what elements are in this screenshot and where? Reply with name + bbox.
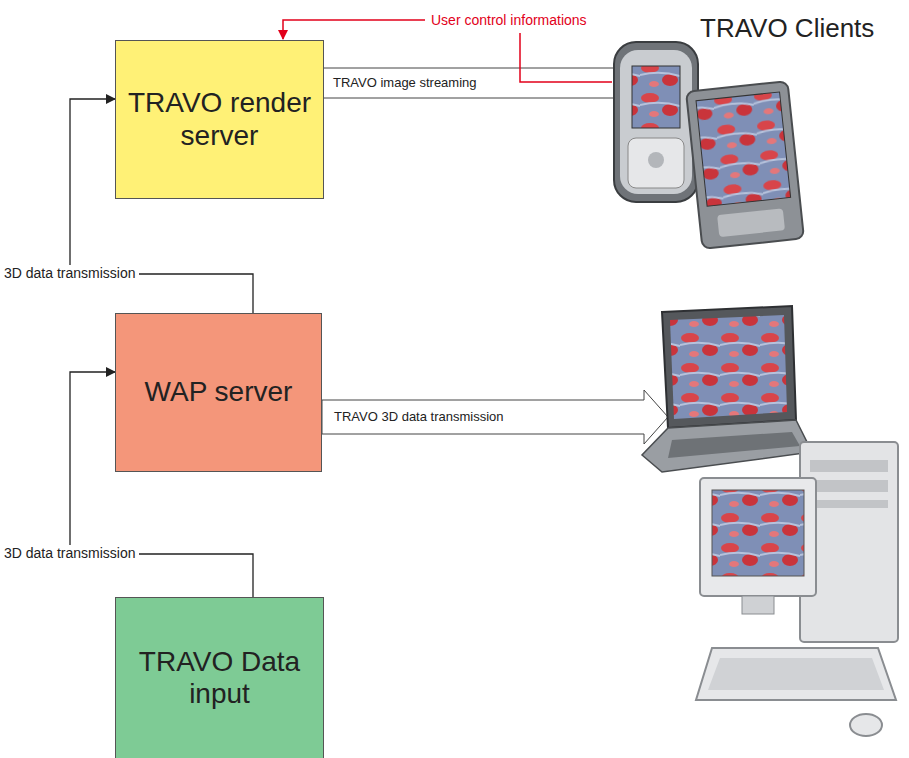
control-leader (283, 20, 425, 39)
tablet-icon (686, 81, 804, 249)
group-heading: TRAVO Clients (700, 13, 874, 44)
process-box: TRAVO Data input (115, 597, 324, 758)
box-label: WAP server (145, 376, 293, 408)
stream-arrow (322, 390, 668, 444)
arrow-label: TRAVO 3D data transmission (334, 409, 504, 424)
box-label: TRAVO render server (126, 87, 313, 151)
desktop-icon (696, 442, 898, 736)
control-label: User control informations (431, 12, 587, 28)
arrow-label: TRAVO image streaming (333, 75, 477, 90)
process-box: WAP server (115, 313, 322, 472)
process-box: TRAVO render server (115, 40, 324, 199)
laptop-icon (642, 306, 812, 472)
connector-label: 3D data transmission (1, 545, 139, 562)
connector-label: 3D data transmission (1, 265, 139, 282)
box-label: TRAVO Data input (126, 646, 313, 710)
stream-arrow (322, 58, 656, 108)
control-leader (520, 33, 612, 82)
phone-icon (614, 42, 698, 202)
